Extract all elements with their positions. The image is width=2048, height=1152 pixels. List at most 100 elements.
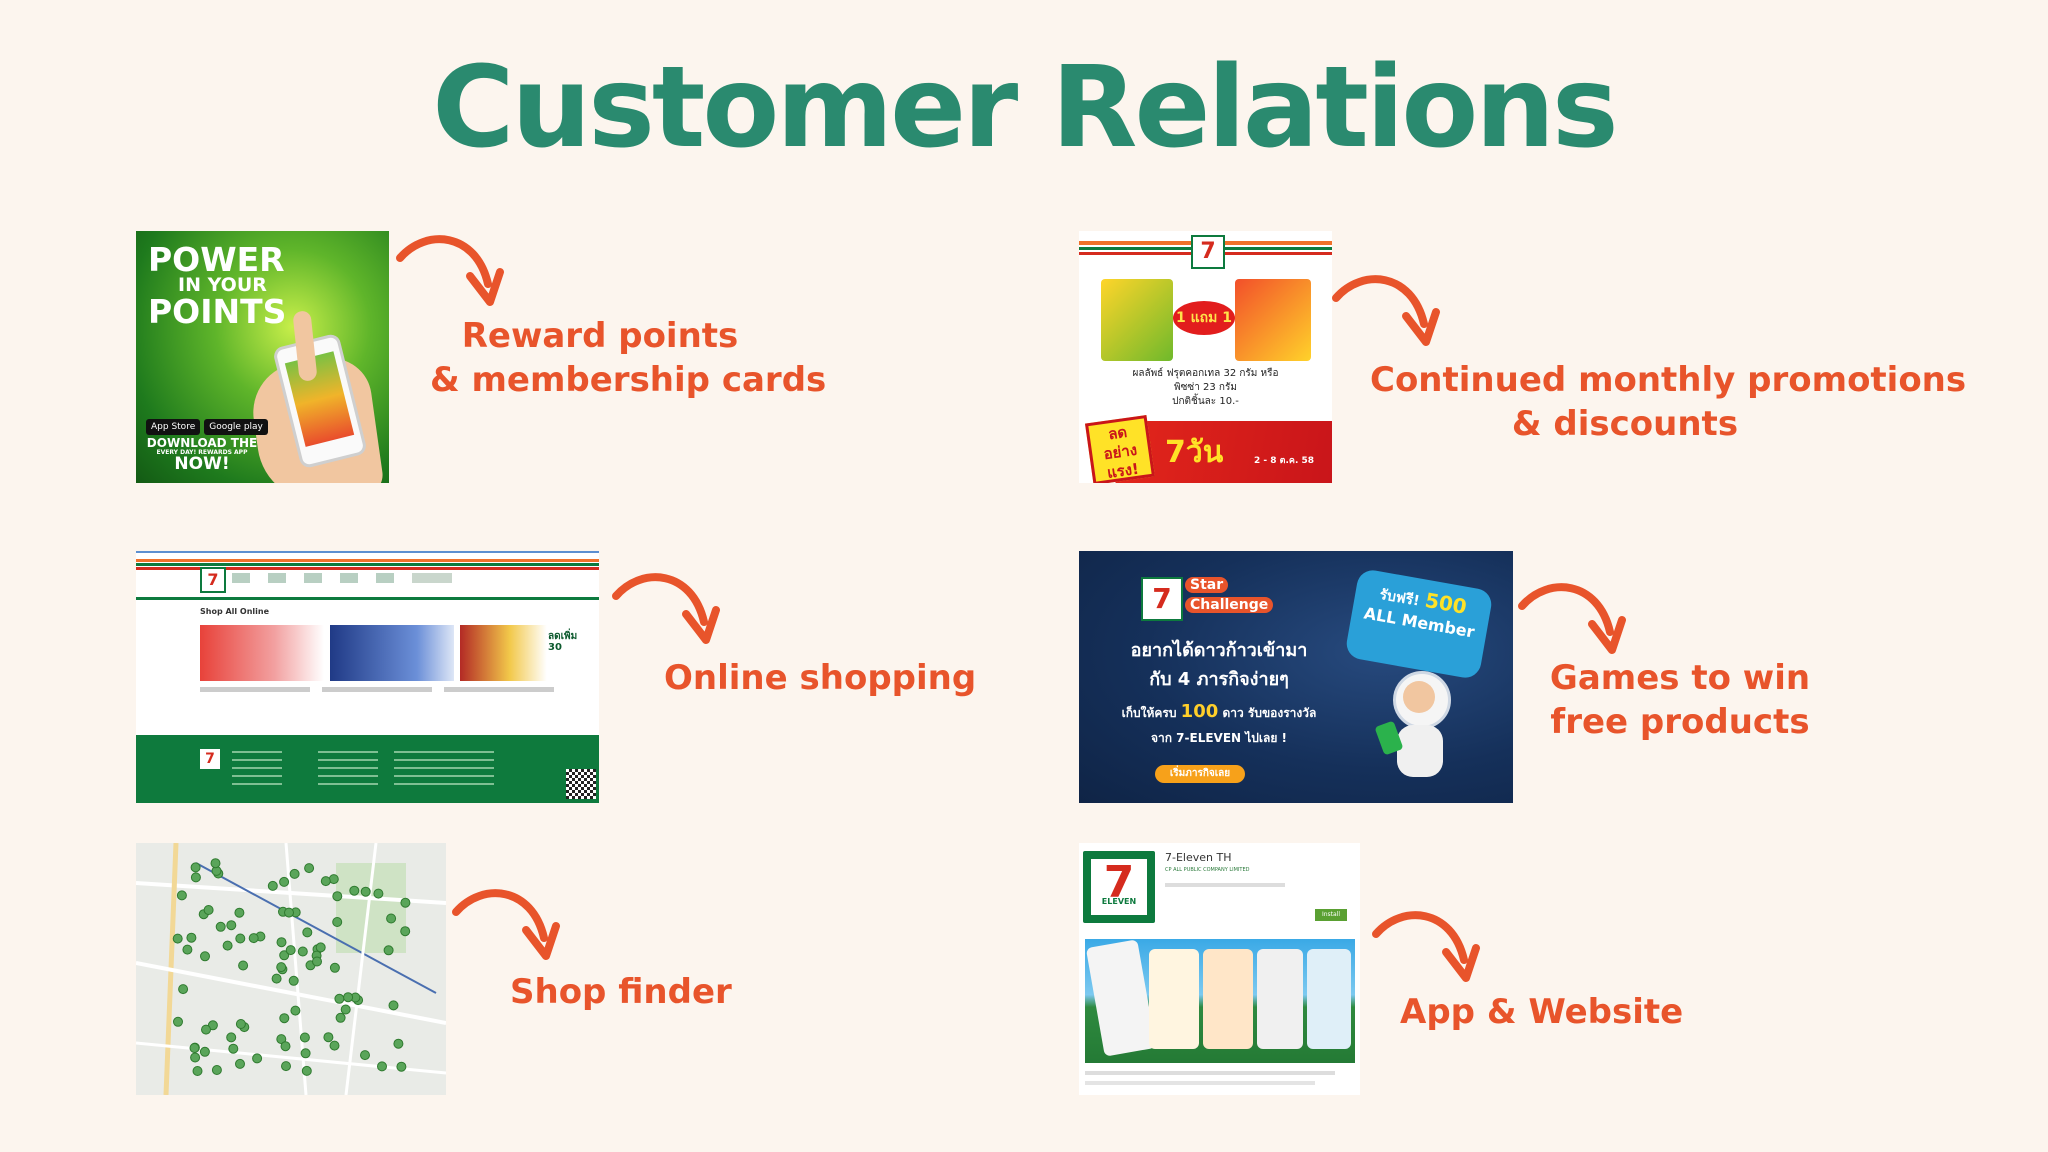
store-pin [222, 940, 233, 951]
store-pin [215, 921, 226, 932]
store-pin [199, 1046, 210, 1057]
store-pin [279, 1013, 290, 1024]
site-nav [232, 573, 572, 593]
store-pin [281, 1061, 291, 1072]
store-pin [248, 933, 259, 944]
now-line: NOW! [174, 453, 230, 474]
store-pin [312, 956, 322, 967]
games-line-2: กับ 4 ภารกิจง่ายๆ [1149, 669, 1289, 690]
promotions-image: 7 1 แถม 1 ผลลัพธ์ ฟรุตคอกเทล 32 กรัม หรื… [1079, 231, 1332, 483]
site-logo: 7 [200, 567, 226, 593]
store-pin [360, 886, 371, 897]
app-developer: CP ALL PUBLIC COMPANY LIMITED [1165, 867, 1250, 873]
store-pin [228, 1043, 239, 1054]
app-store-page-image: 7 ELEVEN 7-Eleven TH CP ALL PUBLIC COMPA… [1079, 843, 1360, 1095]
online-shopping-image: 7 Shop All Online ลดเพิ่ม 30 7 [136, 551, 599, 803]
label-promotions-line2: & discounts [1511, 404, 1739, 444]
store-pin [300, 1048, 311, 1059]
arrow-online-icon [612, 573, 720, 644]
store-pin [210, 858, 221, 869]
headline-points: POINTS [148, 292, 287, 331]
store-pin [393, 1038, 404, 1049]
store-pin [176, 890, 187, 901]
logo-star: Star [1185, 577, 1229, 593]
store-pin [203, 905, 214, 915]
games-line-3b: 100 [1180, 701, 1219, 722]
headline-power: POWER [148, 240, 285, 279]
store-pin [329, 962, 340, 973]
store-pin [335, 1012, 346, 1023]
label-rewards: Reward points & membership cards [430, 314, 827, 402]
store-pin [190, 862, 201, 873]
store-pin [234, 907, 245, 918]
store-pin [189, 1043, 200, 1053]
store-pin [285, 945, 296, 956]
store-pin [349, 885, 360, 896]
store-pin [235, 1058, 245, 1069]
store-pin [332, 891, 343, 902]
store-pin [226, 1032, 237, 1043]
store-pin [334, 993, 345, 1004]
store-pin [178, 984, 189, 995]
download-line: DOWNLOAD THE [146, 436, 258, 450]
label-games-line2: free products [1550, 702, 1810, 742]
store-pin [343, 992, 354, 1003]
store-pin [201, 1024, 211, 1035]
store-pin [271, 973, 282, 984]
store-pin [297, 946, 308, 957]
store-pin [172, 933, 183, 944]
store-pin [276, 962, 287, 973]
store-pin [211, 1065, 222, 1075]
label-rewards-line2: & membership cards [430, 360, 827, 400]
app-store-badge: App Store [146, 419, 201, 435]
label-finder: Shop finder [510, 972, 732, 1012]
seven-days: 7วัน [1165, 435, 1224, 470]
store-pin [332, 917, 343, 927]
store-pin [289, 868, 300, 879]
product-pack-left [1101, 279, 1173, 361]
store-pin [190, 872, 201, 883]
store-pin [276, 937, 287, 948]
headline-in-your: IN YOUR [178, 274, 267, 296]
store-pin [280, 1041, 291, 1052]
qr-code [566, 769, 596, 799]
shop-finder-map [136, 843, 446, 1095]
promo-desc-1: ผลลัพธ์ ฟรุตคอกเทล 32 กรัม หรือ [1132, 368, 1279, 379]
store-pin [388, 1000, 399, 1011]
label-app: App & Website [1400, 992, 1684, 1032]
store-pin [226, 920, 237, 931]
games-image: 7 Star Challenge อยากได้ดาวก้าวเข้ามา กั… [1079, 551, 1513, 803]
bogo-badge: 1 แถม 1 [1173, 301, 1235, 335]
label-online: Online shopping [664, 658, 977, 698]
store-pin [284, 907, 294, 918]
games-line-3c: ดาว รับของรางวัล [1222, 706, 1317, 720]
store-pin [182, 944, 193, 955]
google-play-badge: Google play [204, 419, 268, 435]
promo-dates: 2 - 8 ต.ค. 58 [1254, 456, 1315, 466]
sale-badge: ลด อย่าง แรง! [1084, 414, 1156, 483]
app-logo: 7 ELEVEN [1083, 851, 1155, 923]
product-tile-2 [330, 625, 454, 681]
promo-desc-3: ปกติชิ้นละ 10.- [1172, 396, 1239, 407]
games-line-3a: เก็บให้ครบ [1121, 706, 1177, 720]
map-graphic [136, 843, 446, 1095]
product-tile-3: ลดเพิ่ม 30 [460, 625, 584, 681]
store-pin [279, 876, 290, 887]
store-pin [173, 1016, 183, 1027]
arrow-rewards-icon [396, 235, 504, 306]
arrow-app-icon [1372, 911, 1480, 982]
store-pin [200, 951, 210, 962]
page-title: Customer Relations [432, 43, 1618, 173]
logo-challenge: Challenge [1185, 597, 1274, 613]
promo-tag: ลดเพิ่ม 30 [548, 631, 578, 653]
store-pin [190, 1052, 201, 1063]
app-logo-text: ELEVEN [1101, 897, 1137, 906]
rewards-image: POWER IN YOUR POINTS App Store Google pl… [136, 231, 389, 483]
store-pin [377, 1061, 387, 1072]
store-pin [315, 942, 326, 953]
store-pin [386, 913, 397, 924]
store-pin [304, 863, 315, 874]
store-pin [252, 1053, 263, 1064]
store-pin [360, 1050, 370, 1061]
product-tile-1 [200, 625, 324, 681]
